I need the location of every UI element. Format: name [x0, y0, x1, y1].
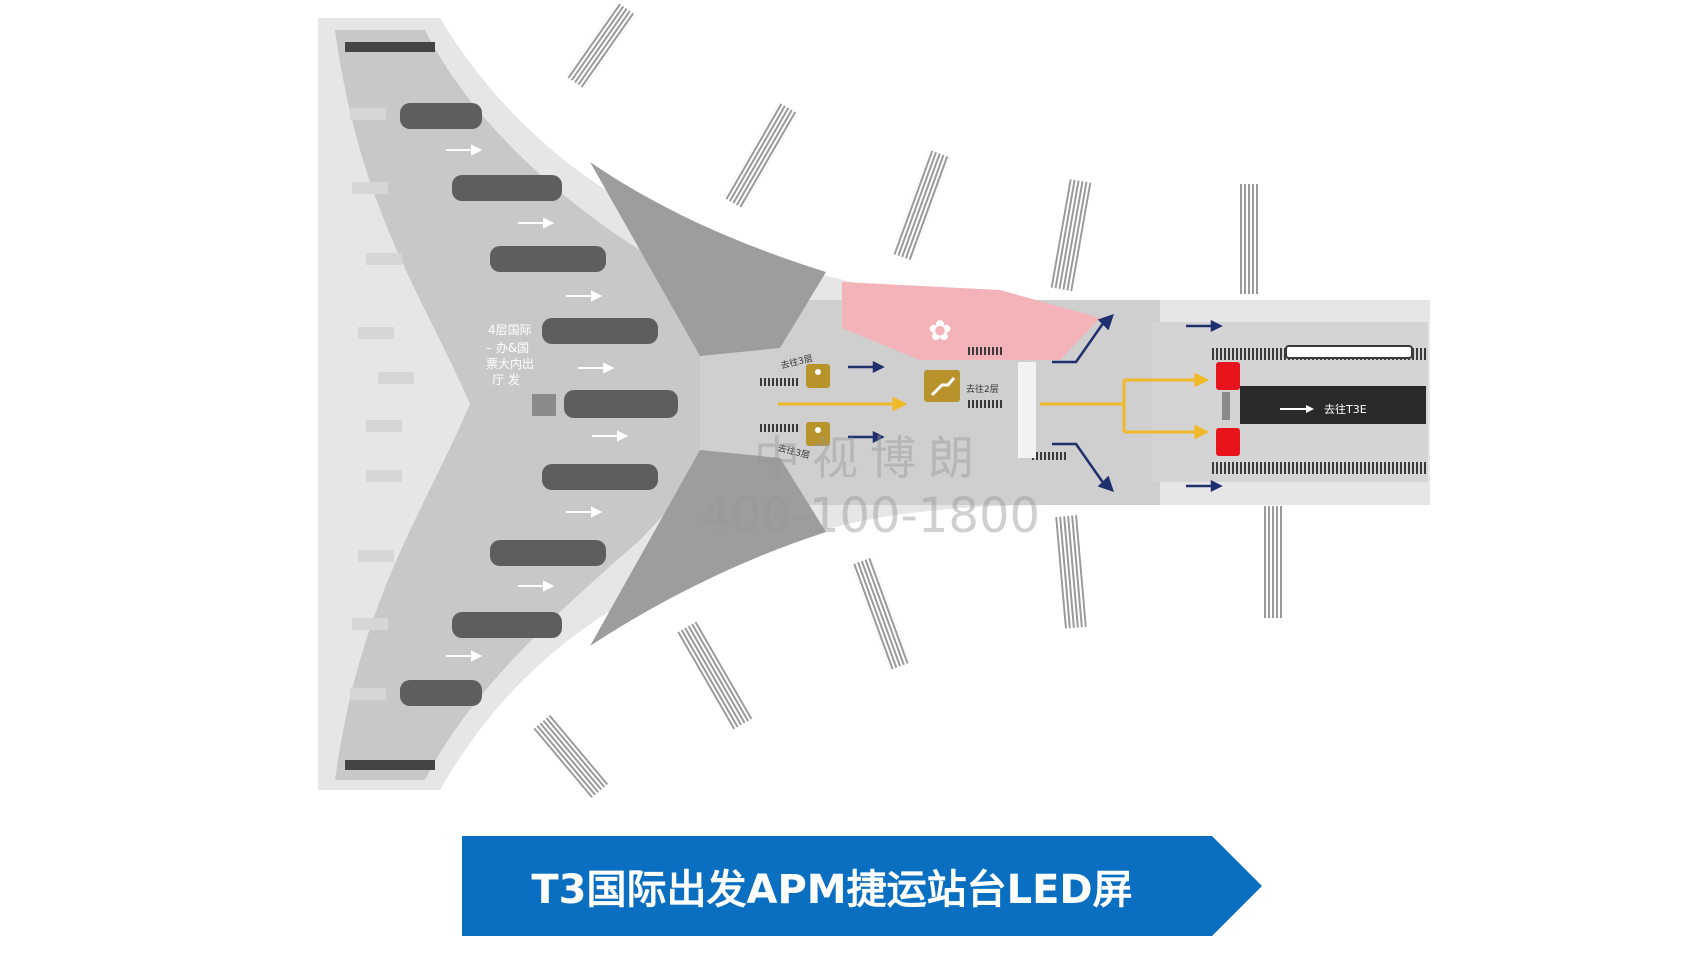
gate	[490, 540, 606, 566]
escalators	[760, 347, 1066, 460]
to-t3e-sign: 去往T3E	[1280, 402, 1367, 416]
banner-title: T3国际出发APM捷运站台LED屏	[531, 867, 1133, 913]
gate	[452, 612, 562, 638]
led-screen-marker	[1216, 362, 1240, 390]
walk-arrows	[446, 144, 629, 662]
gate-group	[345, 42, 678, 770]
gate	[564, 390, 678, 418]
platform-track-south	[1210, 462, 1426, 474]
striped-pads	[533, 2, 1282, 798]
kiosk	[532, 394, 556, 416]
north-courtyard	[590, 162, 826, 356]
flow-arrows	[778, 372, 1210, 440]
to-t3e-label: 去往T3E	[1324, 402, 1367, 416]
nav-arrows	[848, 314, 1223, 493]
entry-arrows	[350, 108, 414, 700]
gate	[542, 318, 658, 344]
gate	[452, 175, 562, 201]
gate	[400, 680, 482, 706]
gate	[345, 42, 435, 52]
security-icon	[806, 422, 830, 446]
track-zone	[1240, 386, 1426, 424]
apm-train-icon	[1285, 345, 1413, 359]
service-icons	[806, 364, 960, 446]
led-screen-marker	[1216, 428, 1240, 456]
south-courtyard	[590, 450, 826, 646]
gate	[490, 246, 606, 272]
left-concourse	[335, 30, 720, 780]
gate	[400, 103, 482, 129]
gate	[542, 464, 658, 490]
banner-shape	[462, 836, 1262, 936]
platform-stopper	[1222, 392, 1230, 420]
airline-zone	[842, 282, 1100, 360]
central-gate-frame	[1018, 362, 1036, 458]
security-icon	[806, 364, 830, 388]
airline-logo-icon: ✿	[928, 314, 951, 347]
hall-label: 4层国际 – 办&国 票大内出 厅 发	[486, 323, 538, 387]
to-level2-label: 去往2层	[966, 383, 999, 395]
title-banner: T3国际出发APM捷运站台LED屏	[462, 836, 1262, 936]
gate	[345, 760, 435, 770]
